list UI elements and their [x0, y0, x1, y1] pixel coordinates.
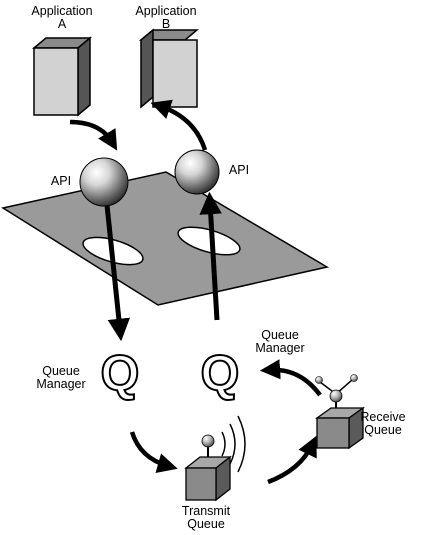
- radio-waves: [221, 415, 246, 473]
- svg-text:Q: Q: [101, 345, 140, 401]
- api-sphere-left: [79, 157, 129, 207]
- receive-queue-cube: [314, 374, 366, 450]
- transmit-queue-cube: [184, 434, 232, 502]
- arrow-api-to-app-b: [150, 99, 208, 151]
- api-sphere-right: [174, 149, 220, 195]
- queue-manager-left-icon: Q: [100, 344, 141, 402]
- arrow-receive-to-qm: [259, 359, 322, 397]
- shaft-up: [199, 191, 222, 321]
- svg-text:Q: Q: [201, 345, 240, 401]
- application-b-box: [138, 28, 200, 109]
- shaft-down: [104, 204, 131, 342]
- application-a-box: [31, 36, 93, 117]
- arrow-app-a-to-api: [69, 119, 118, 151]
- api-plane: [1, 171, 330, 306]
- queue-manager-right-icon: Q: [200, 344, 241, 402]
- label-api-right: API: [228, 163, 250, 177]
- label-api-left: API: [50, 174, 72, 188]
- arrow-transmit-to-receive: [267, 435, 317, 485]
- arrow-qm-to-transmit: [129, 431, 178, 473]
